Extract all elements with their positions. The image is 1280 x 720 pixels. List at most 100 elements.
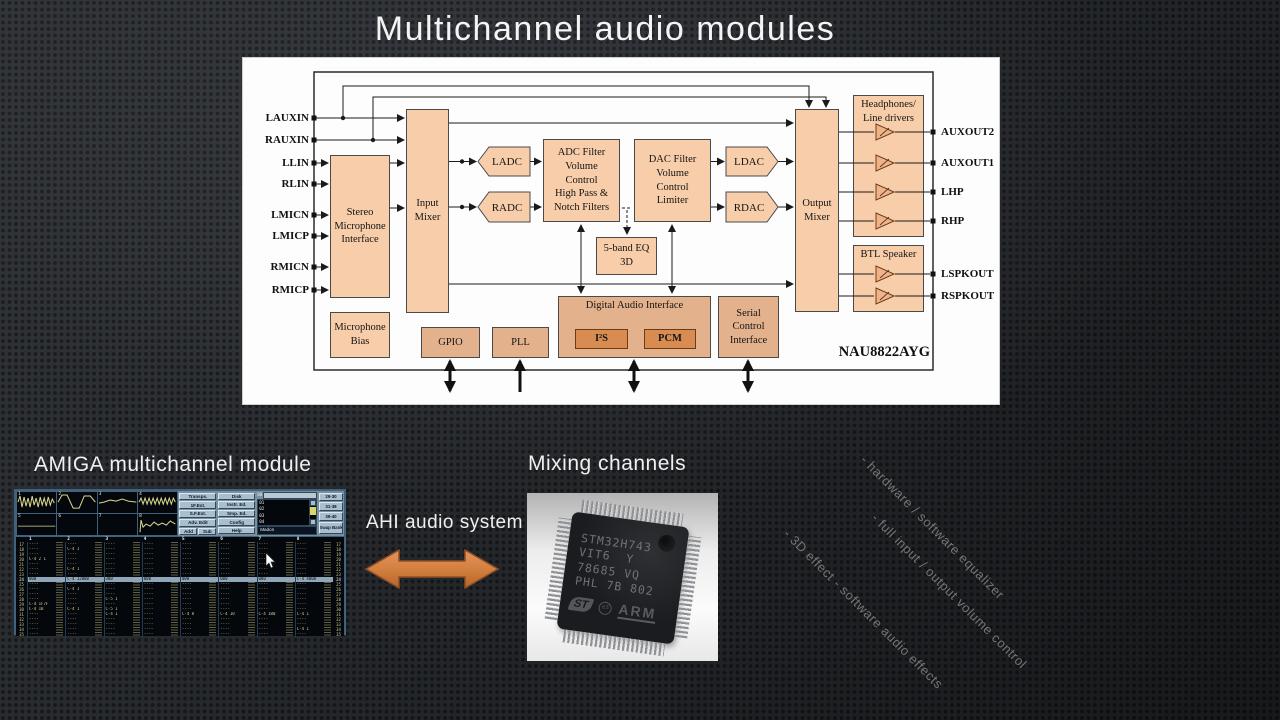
channel-number: 6: [220, 537, 223, 542]
radc-label: RADC: [492, 202, 523, 214]
pin-label-lmicp: LMICP: [272, 230, 309, 242]
instrument-number: 03: [259, 512, 265, 518]
channel-number: 2: [67, 537, 70, 542]
waveform-number: 1: [18, 492, 21, 497]
channel-number: 4: [143, 537, 147, 542]
rdac-label: RDAC: [734, 202, 765, 214]
waveform-cell: 8: [138, 514, 178, 535]
scroll-thumb: [310, 507, 316, 515]
sub-button: Sub: [198, 527, 217, 535]
instrument-list: 01 02 03 04: [257, 499, 317, 526]
chip-part-number: NAU8822AYG: [838, 344, 930, 360]
tracker-left-buttons: Transps. 1F.Ext. S.F.Ext. Adv. Edit Add …: [178, 491, 217, 536]
pin-label-rmicn: RMICN: [270, 261, 310, 273]
pin-label-rmicp: RMICP: [271, 284, 309, 296]
adv-edit-button: Adv. Edit: [179, 518, 217, 527]
pattern-row: 19--------------------------------19: [19, 552, 341, 557]
block-dac-filter: DAC Filter Volume Control Limiter: [634, 139, 711, 222]
config-button: Config: [218, 518, 256, 526]
instrument-scrollbar: [309, 500, 316, 525]
instrument-panel: 00 01 02 03 04 Madon: [256, 491, 318, 536]
chip-marking-text: STM32H743 VIT6 Y 78685 VQ PHL 7B 802: [574, 530, 655, 599]
block-gpio: GPIO: [421, 327, 480, 358]
pattern-row: 33--------------------------------33: [19, 622, 341, 627]
waveform-number: 4: [139, 492, 142, 497]
instrument-number: 00: [257, 492, 263, 498]
block-input-mixer: Input Mixer: [406, 109, 449, 313]
pin-label-rspkout: RSPKOUT: [941, 290, 995, 302]
pin-label-rhp: RHP: [941, 215, 965, 227]
chip-pins-left: [544, 517, 572, 621]
block-stereo-mic-interface: Stereo Microphone Interface: [330, 155, 390, 298]
block-microphone-bias: Microphone Bias: [330, 312, 390, 358]
mouse-cursor-icon: [266, 553, 276, 569]
mixing-heading: Mixing channels: [528, 452, 687, 475]
tracker-right-buttons: Disk Instr. Ed. Smp. Ed. Config Help: [217, 491, 256, 536]
channel-number: 1: [29, 537, 32, 542]
block-serial-control-interface: Serial Control Interface: [718, 296, 779, 358]
chip-pins-right: [674, 535, 702, 639]
block-headphones-line-drivers: Headphones/ Line drivers: [853, 95, 924, 237]
pattern-row: 27--------------------------------27: [19, 592, 341, 597]
pin-label-lhp: LHP: [941, 186, 964, 198]
disk-button: Disk: [218, 492, 256, 501]
amiga-tracker-screenshot: 1 2 3 4 5 6 7 8 Transps. 1F.Ext. S.F.Ext…: [14, 489, 346, 637]
swap-bank-button: Swap Bank: [319, 521, 343, 535]
arm-logo: ARM: [617, 600, 658, 624]
waveform-cell: 7: [97, 514, 138, 535]
pin-label-llin: LLIN: [282, 157, 309, 169]
channel-number: 7: [258, 537, 262, 542]
pattern-row: 18----C-4 1------------------------18: [19, 547, 341, 552]
sample-waveform-grid: 1 2 3 4 5 6 7 8: [16, 491, 179, 536]
waveform-cell: 4: [138, 492, 178, 513]
waveform-cell: 2: [57, 492, 97, 513]
block-5band-eq-3d: 5-band EQ 3D: [596, 237, 657, 275]
pin-label-lmicn: LMICN: [271, 209, 309, 221]
pin-label-rlin: RLIN: [281, 178, 309, 190]
channel-number: 3: [105, 537, 109, 542]
waveform-cell: 6: [57, 514, 97, 535]
waveform-number: 2: [58, 492, 62, 497]
waveform-cell: 5: [17, 514, 57, 535]
instrument-gauge: [263, 492, 317, 499]
channel-number-row: 1 2 3 4 5 6 7 8: [16, 537, 344, 542]
instrument-number: 01: [259, 500, 265, 506]
block-pll: PLL: [492, 327, 549, 358]
e3-mark: e3: [597, 600, 613, 616]
bus-arrows: [444, 359, 754, 393]
ahi-label: AHI audio system: [366, 512, 523, 533]
transpose-button: Transps.: [179, 492, 217, 501]
pin-label-lspkout: LSPKOUT: [941, 268, 994, 280]
block-pcm: PCM: [644, 329, 696, 349]
pattern-row: 35--------------------------------35: [19, 632, 341, 637]
pin-label-rauxin: RAUXIN: [265, 134, 309, 146]
pattern-row: 17--------------------------------17: [19, 542, 341, 547]
bank-buttons: 29-30 31-38 39-40 Swap Bank: [318, 491, 344, 536]
add-button: Add: [179, 527, 198, 535]
waveform-number: 7: [98, 514, 102, 519]
st-logo: ST: [567, 596, 595, 613]
help-button: Help: [218, 526, 256, 535]
waveform-cell: 1: [17, 492, 57, 513]
stm32-chip-photo: STM32H743 VIT6 Y 78685 VQ PHL 7B 802 ST …: [527, 493, 718, 661]
scroll-up-button: [310, 500, 316, 506]
1f-ext-button: 1F.Ext.: [179, 501, 217, 509]
pattern-row: 22----C-4 1------------------------22: [19, 567, 341, 572]
instrument-number: 04: [259, 518, 265, 524]
chip-pins-bottom: [562, 629, 666, 657]
channel-number: 5: [182, 537, 185, 542]
bank-31-38-button: 31-38: [319, 502, 343, 511]
sf-ext-button: S.F.Ext.: [179, 510, 217, 518]
pattern-row: 32--------------------------------32: [19, 617, 341, 622]
chip-body: STM32H743 VIT6 Y 78685 VQ PHL 7B 802 ST …: [544, 499, 702, 657]
waveform-number: 3: [98, 492, 102, 497]
bank-29-30-button: 29-30: [319, 492, 343, 502]
pattern-row: 26----C-4 1------------------------26: [19, 587, 341, 592]
waveform-number: 8: [139, 514, 142, 519]
